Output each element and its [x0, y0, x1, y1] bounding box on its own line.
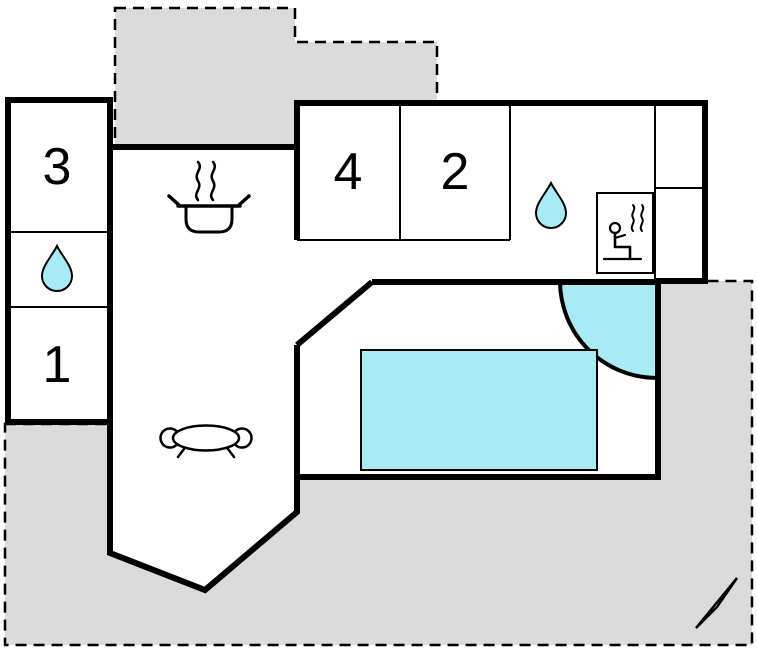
steam-line	[194, 160, 202, 202]
sauna-icon	[602, 204, 645, 261]
pool	[360, 349, 598, 471]
water-drop-icon	[534, 180, 568, 229]
steam-line	[209, 160, 217, 202]
sofa-leg	[226, 447, 236, 459]
room-label-3: 3	[43, 138, 72, 196]
water-drop-shape	[534, 180, 568, 229]
sofa-leg	[176, 447, 186, 459]
water-drop-shape	[40, 243, 74, 292]
room-label-1: 1	[43, 336, 72, 394]
stove-icon	[167, 160, 251, 234]
room-label-2: 2	[441, 143, 470, 201]
sofa-body	[171, 424, 241, 452]
heat-wave	[630, 204, 636, 232]
interior-walls-thick	[107, 100, 658, 477]
interior-walls-thin	[8, 103, 705, 308]
sauna-room	[596, 192, 654, 274]
north-arrow-icon	[695, 577, 739, 629]
pot-body	[184, 204, 234, 234]
pot-handle	[167, 194, 181, 207]
heat-wave	[639, 204, 645, 232]
water-drop-icon	[40, 243, 74, 292]
room-label-4: 4	[334, 143, 363, 201]
pot-handle	[237, 194, 251, 207]
sofa-icon	[159, 424, 253, 459]
person-body	[613, 231, 632, 261]
person-arm	[613, 233, 627, 240]
